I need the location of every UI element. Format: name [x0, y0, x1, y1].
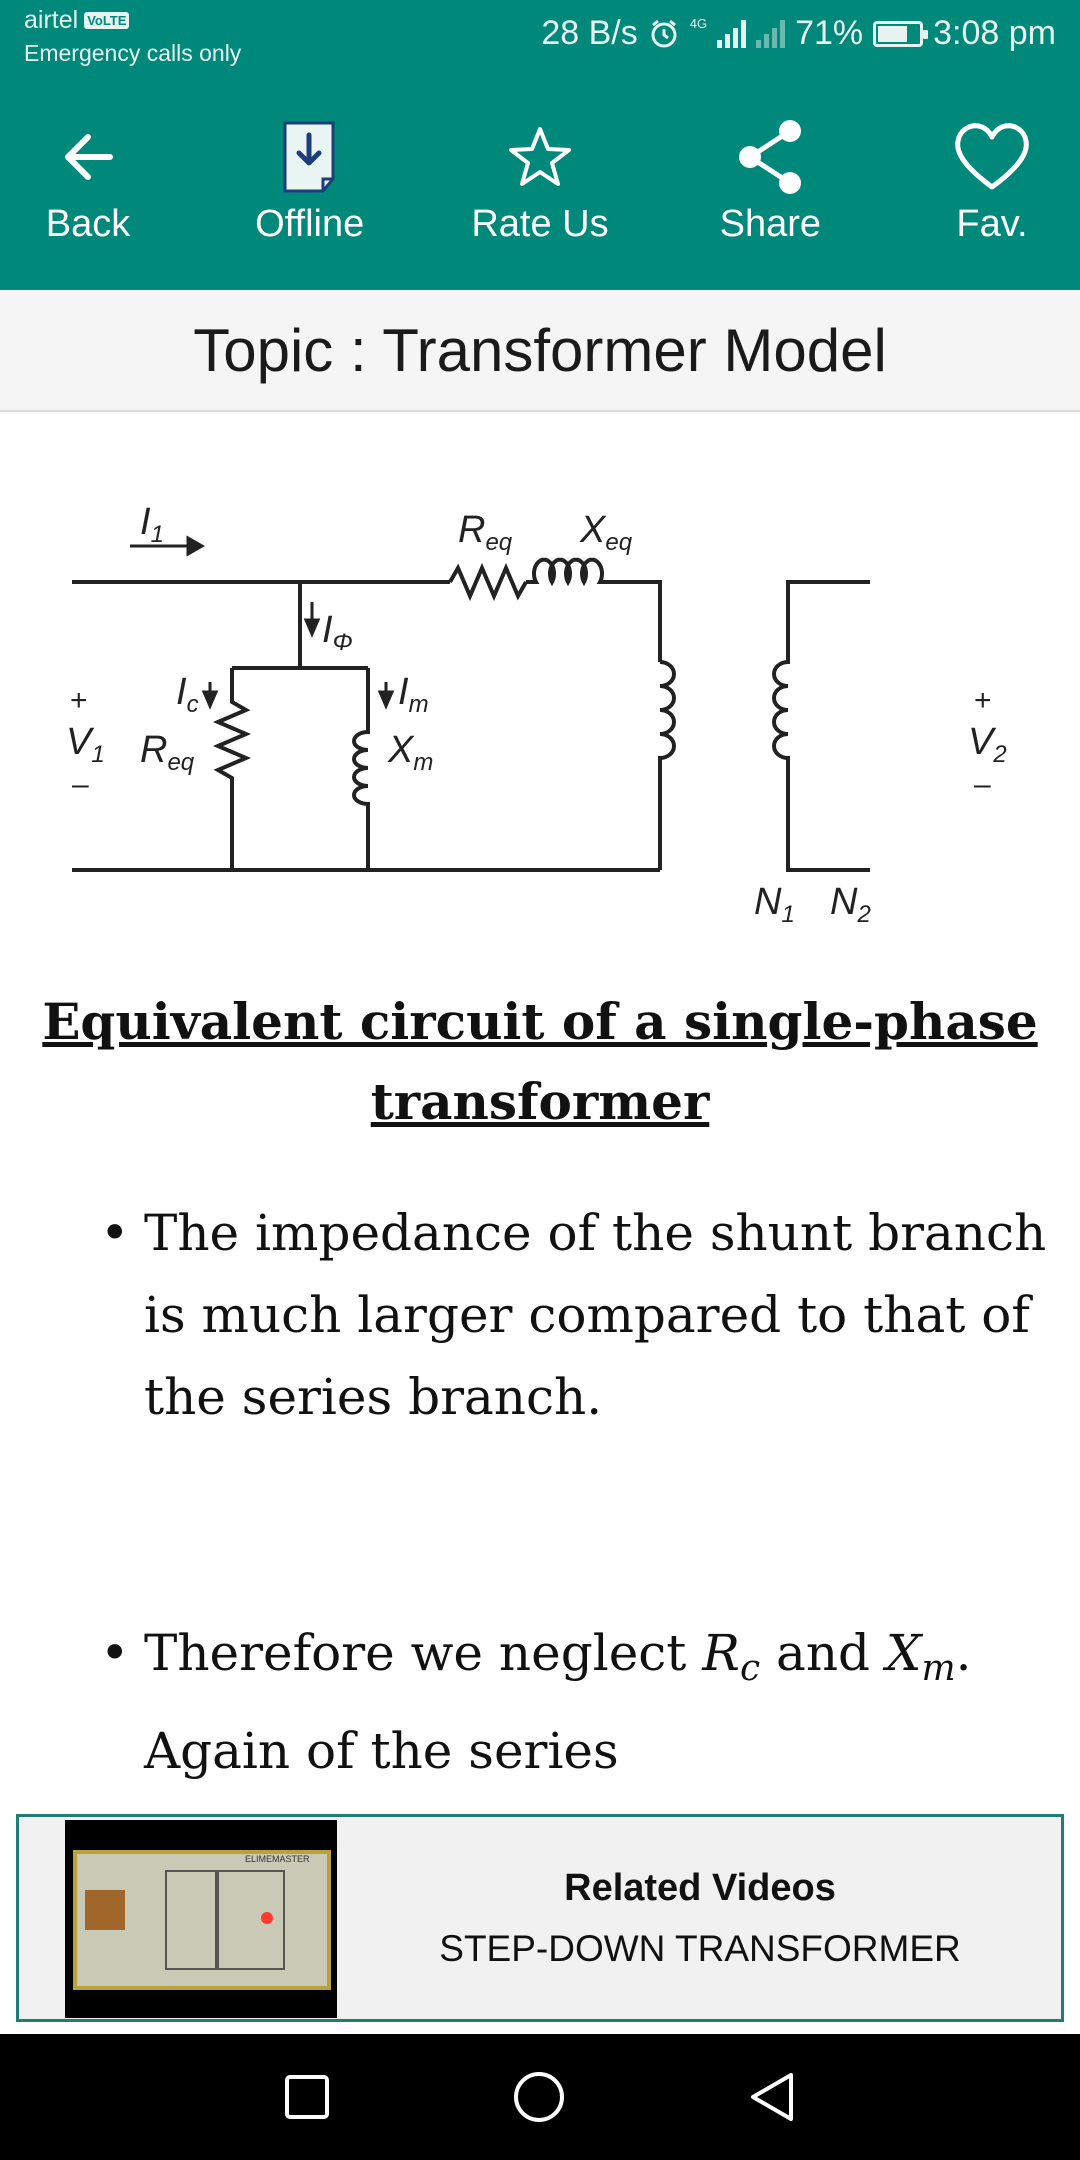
signal-2-icon	[756, 19, 786, 48]
label-v2-minus: –	[974, 768, 991, 801]
arrow-iphi-head	[303, 618, 321, 638]
network-speed: 28 B/s	[541, 14, 638, 52]
video-thumbnail[interactable]: ELIMEMASTER	[65, 1820, 337, 2018]
thumbnail-watermark: ELIMEMASTER	[245, 1854, 310, 1864]
status-bar: airtel VoLTE Emergency calls only 28 B/s…	[0, 0, 1080, 72]
battery-percent: 71%	[795, 14, 864, 52]
bullet-text-1: The impedance of the shunt branch is muc…	[144, 1204, 1047, 1426]
download-file-icon	[283, 121, 335, 192]
favorite-button[interactable]: Fav.	[932, 81, 1052, 281]
thumbnail-led	[261, 1912, 273, 1924]
secondary-coil	[772, 580, 870, 872]
offline-label: Offline	[255, 202, 365, 245]
primary-coil	[658, 660, 676, 870]
bullet-text-2-line2: Again of the series	[144, 1722, 619, 1780]
math-xm-sub: m	[921, 1648, 956, 1689]
related-video-title[interactable]: STEP-DOWN TRANSFORMER	[439, 1927, 961, 1969]
resistor-req-series	[448, 562, 528, 602]
network-type: 4G	[689, 16, 708, 31]
heart-icon	[955, 122, 1029, 189]
circuit-diagram: I1 Req Xeq IΦ Ic Im Req Xm + V1 – + V2 –…	[66, 501, 1007, 922]
alarm-icon	[651, 19, 677, 47]
battery-fill	[878, 25, 907, 42]
bullet-text-2-post: .	[955, 1624, 972, 1682]
thumbnail-wire	[165, 1870, 285, 1970]
rate-us-label: Rate Us	[471, 202, 609, 245]
label-n2: N2	[830, 881, 871, 922]
math-xm-base: X	[885, 1624, 922, 1682]
favorite-label: Fav.	[956, 202, 1028, 245]
section-heading: Equivalent circuit of a single-phase tra…	[42, 992, 1038, 1131]
navigation-bar	[0, 2034, 1080, 2160]
resistor-rc	[212, 668, 252, 870]
arrow-i1-head	[186, 535, 206, 557]
label-v1-minus: –	[72, 768, 89, 801]
bullet-text-2-pre: Therefore we neglect	[144, 1624, 703, 1682]
share-icon	[739, 119, 802, 194]
status-right: 28 B/s 4G 71% 3:08 pm	[541, 14, 1056, 53]
toolbar: Back Offline Rate Us Share Fav.	[0, 72, 1080, 290]
inductor-xm	[352, 668, 370, 870]
carrier: airtel VoLTE	[24, 6, 130, 35]
star-icon	[508, 126, 571, 186]
label-req-top: Req	[458, 509, 513, 556]
math-rc-sub: c	[739, 1648, 761, 1689]
bullet-item: Therefore we neglect Rc and Xm. Again of…	[100, 1612, 1060, 1792]
recents-icon[interactable]	[283, 2073, 331, 2121]
math-xm: Xm	[885, 1624, 956, 1689]
label-v2-plus: +	[974, 684, 992, 717]
label-xm: Xm	[387, 729, 433, 776]
content-area[interactable]: I1 Req Xeq IΦ Ic Im Req Xm + V1 – + V2 –…	[0, 412, 1080, 1812]
thumbnail-wire	[215, 1870, 219, 1970]
back-label: Back	[45, 202, 131, 245]
label-v1: V1	[66, 721, 105, 768]
label-iphi: IΦ	[322, 609, 353, 656]
back-button[interactable]: Back	[28, 81, 148, 281]
thumbnail-transformer	[85, 1890, 125, 1930]
math-rc-base: R	[702, 1624, 740, 1682]
battery-icon	[873, 20, 929, 47]
label-req-left: Req	[140, 729, 195, 776]
offline-button[interactable]: Offline	[250, 81, 370, 281]
arrow-left-icon	[65, 133, 113, 180]
related-text: Related Videos STEP-DOWN TRANSFORMER	[339, 1817, 1061, 2019]
clock: 3:08 pm	[933, 14, 1056, 52]
home-icon[interactable]	[511, 2069, 567, 2125]
math-rc: Rc	[702, 1624, 760, 1689]
label-ic: Ic	[176, 671, 199, 718]
related-videos-card[interactable]: ELIMEMASTER Related Videos STEP-DOWN TRA…	[16, 1814, 1064, 2022]
related-title: Related Videos	[564, 1866, 836, 1909]
share-button[interactable]: Share	[710, 81, 830, 281]
arrow-im-head	[377, 690, 395, 710]
bullet-list: The impedance of the shunt branch is muc…	[100, 1192, 1060, 1792]
carrier-name: airtel	[24, 6, 79, 34]
arrow-ic-head	[201, 690, 219, 710]
bullet-item: The impedance of the shunt branch is muc…	[100, 1192, 1060, 1438]
rate-us-button[interactable]: Rate Us	[471, 81, 609, 281]
page-title: Topic : Transformer Model	[0, 290, 1080, 412]
volte-badge: VoLTE	[84, 12, 130, 29]
label-n1: N1	[754, 881, 795, 922]
bullet-text-2-and: and	[760, 1624, 886, 1682]
signal-icon	[717, 19, 747, 48]
inductor-xeq	[526, 557, 662, 662]
label-i1: I1	[140, 501, 164, 548]
label-v1-plus: +	[70, 684, 88, 717]
back-nav-icon[interactable]	[747, 2069, 797, 2125]
share-label: Share	[719, 202, 821, 245]
label-xeq-top: Xeq	[579, 509, 633, 556]
label-im: Im	[398, 671, 429, 718]
emergency-text: Emergency calls only	[24, 40, 242, 66]
label-v2: V2	[968, 721, 1007, 768]
